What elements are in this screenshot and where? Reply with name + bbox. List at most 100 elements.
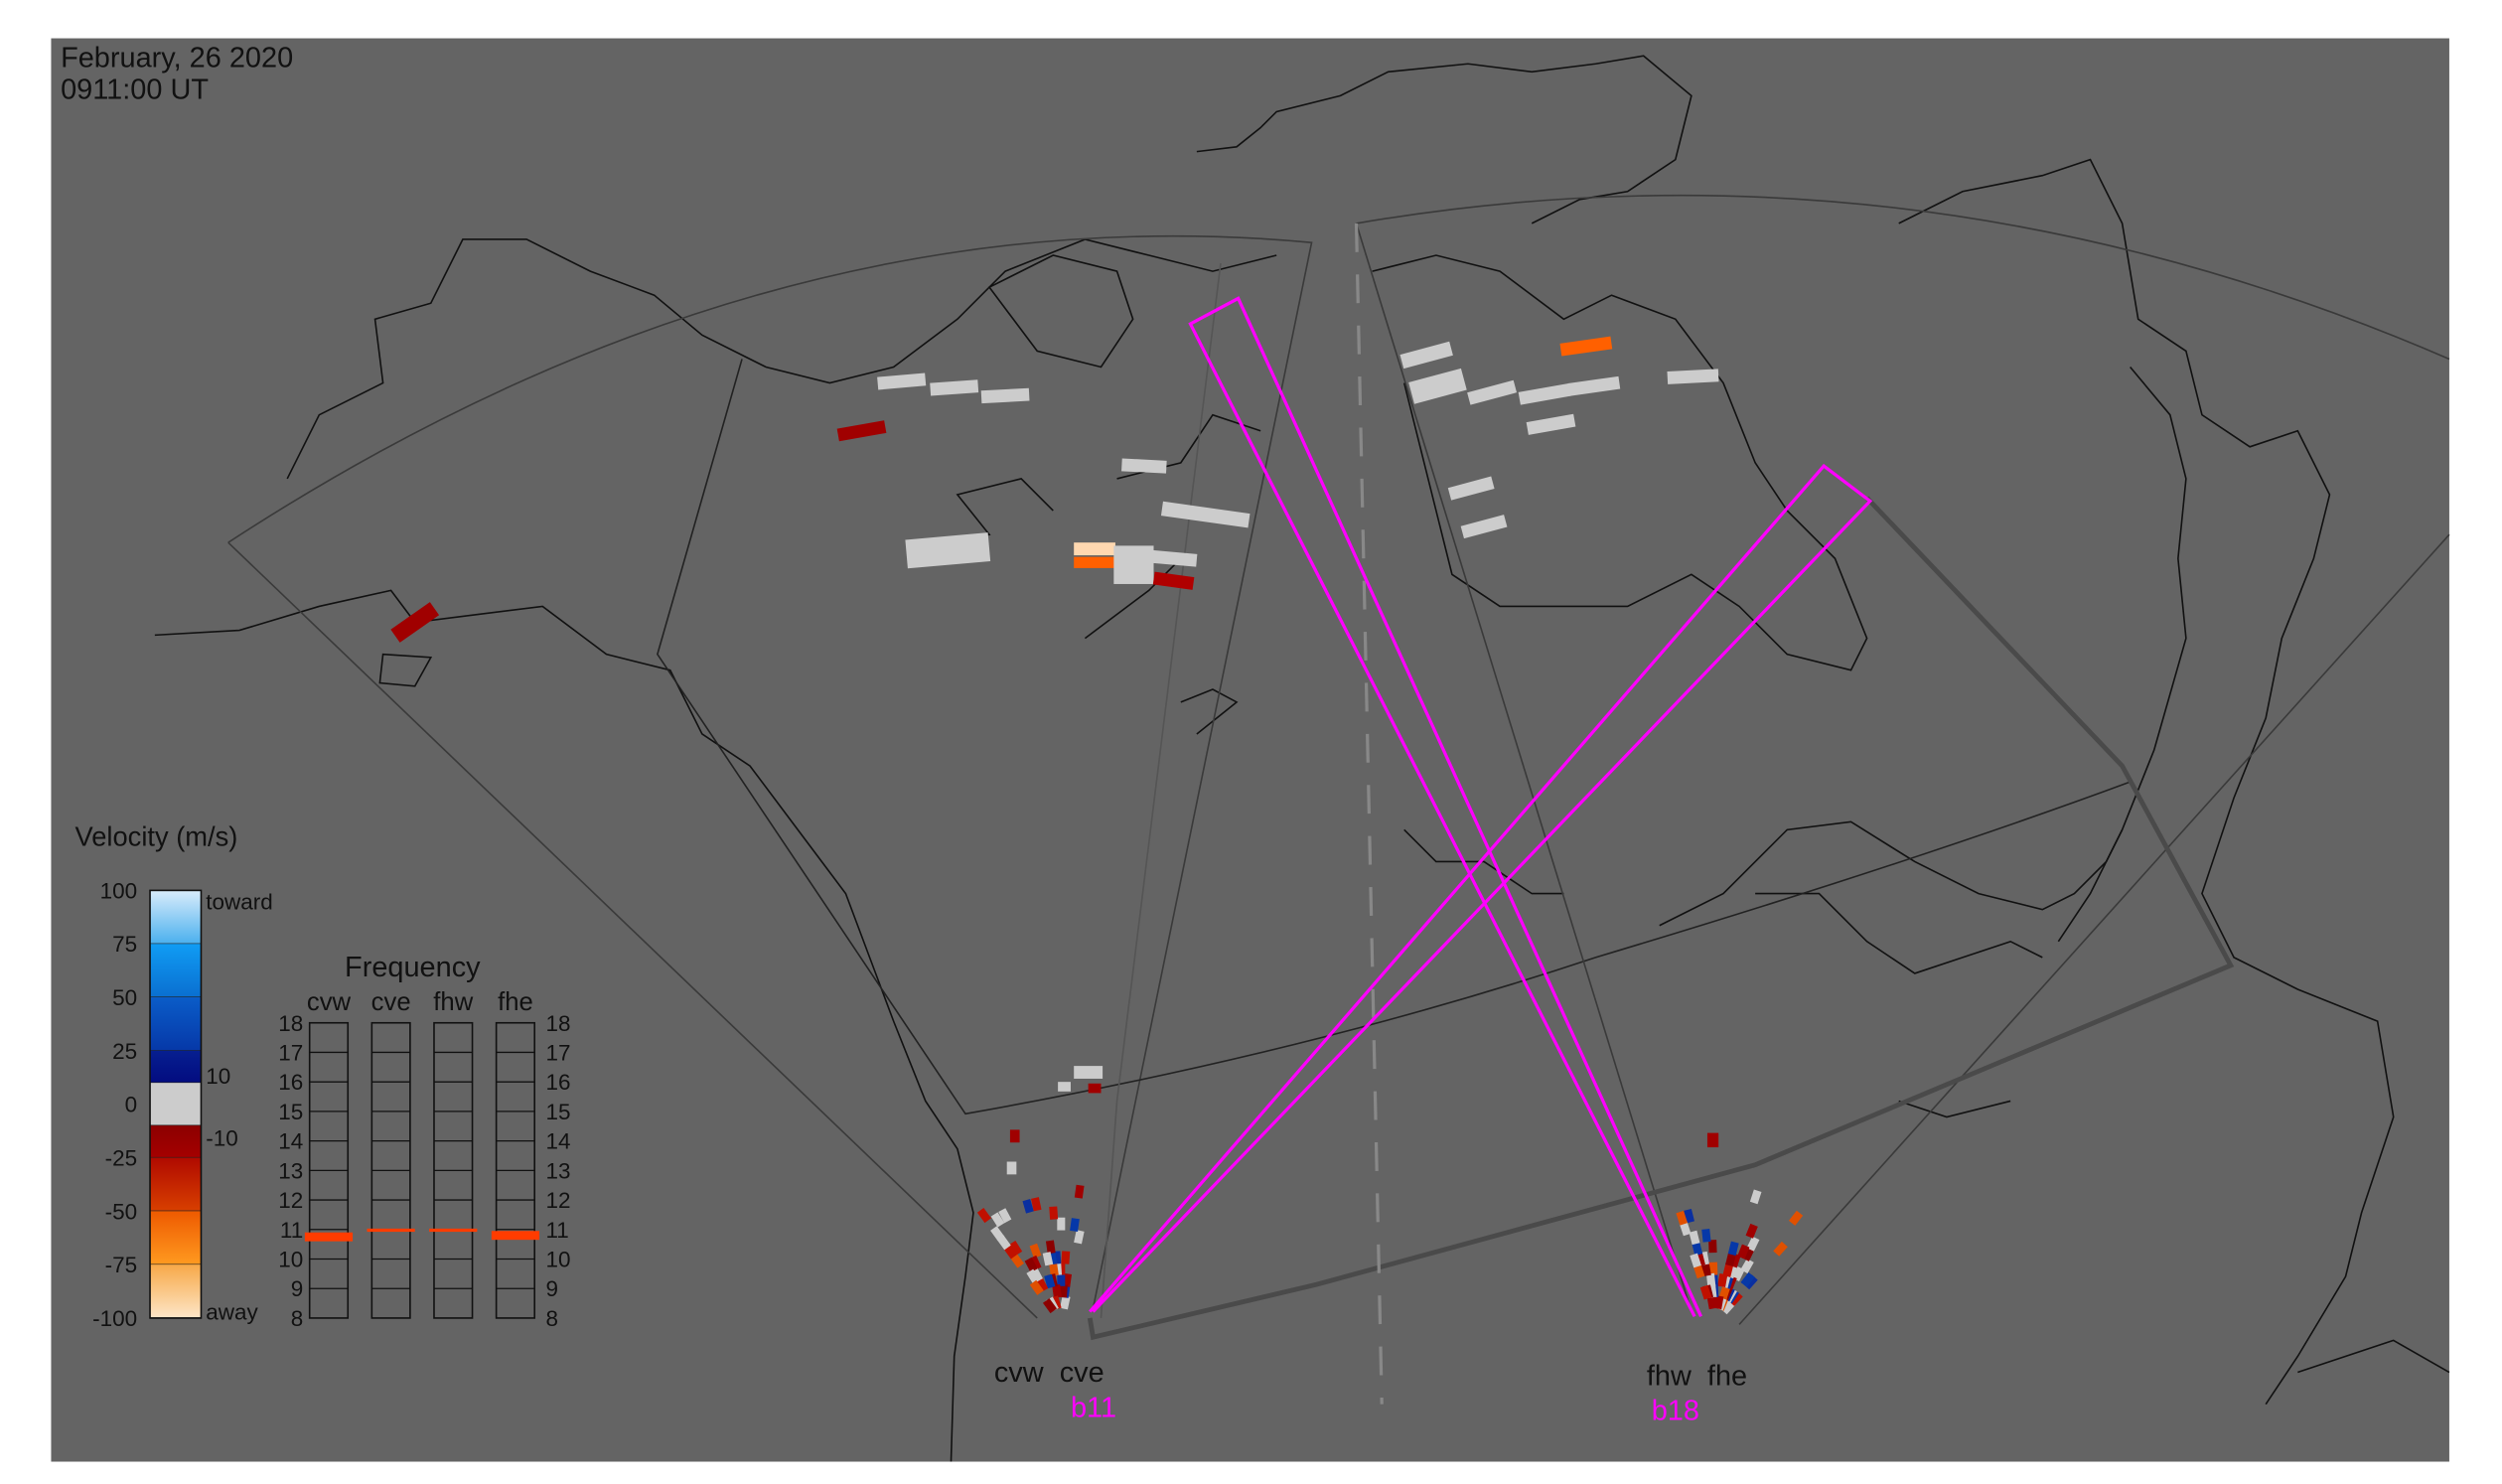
frequency-tick-left: 11 (280, 1218, 303, 1243)
beam-label-b11: b11 (1071, 1393, 1116, 1424)
echo-cell (998, 1208, 1012, 1224)
echo-cell (1057, 1217, 1066, 1231)
colorbar-segment (150, 1264, 202, 1318)
colorbar-tick: 0 (125, 1093, 138, 1117)
echo-cell (1074, 1230, 1085, 1245)
toward-label: toward (206, 890, 273, 915)
echo-cell (1725, 1252, 1736, 1266)
echo-cell (1746, 1236, 1760, 1252)
colorbar-segment (150, 1211, 202, 1265)
echo-cell (1706, 1295, 1717, 1310)
frequency-tick-left: 13 (278, 1158, 303, 1183)
echo-patch (1058, 1082, 1071, 1092)
echo-patch (1399, 341, 1453, 370)
frequency-tick-left: 9 (291, 1276, 304, 1301)
echo-patch (1074, 1066, 1104, 1079)
echo-cell (1044, 1273, 1056, 1289)
echo-cell (1026, 1268, 1041, 1284)
echo-patch (1121, 458, 1167, 474)
echo-patch (1567, 375, 1621, 396)
echo-cell (1737, 1244, 1750, 1260)
time-label: 0911:00 UT (61, 74, 209, 106)
radar-echoes (390, 336, 1804, 1315)
echo-patch (1526, 413, 1576, 435)
echo-patch (1408, 368, 1467, 404)
echo-cell (1705, 1272, 1716, 1287)
echo-cell (1708, 1240, 1717, 1254)
frequency-tick-right: 9 (545, 1276, 558, 1301)
site-label-fh: fhw fhe (1647, 1360, 1747, 1392)
echo-cell (1689, 1230, 1700, 1246)
frequency-tick-left: 12 (278, 1188, 303, 1213)
echo-cell (1008, 1240, 1023, 1257)
echo-cell (1060, 1295, 1071, 1310)
frequency-tick-right: 16 (545, 1070, 570, 1095)
colorbar-frame (149, 889, 203, 1319)
frequency-tick-right: 11 (545, 1218, 568, 1243)
colorbar-tick: 75 (112, 932, 137, 957)
frequency-tick-left: 16 (278, 1070, 303, 1095)
beam-b18 (1188, 296, 1702, 1318)
colorbar-tick: -100 (92, 1306, 137, 1331)
frequency-tick-left: 8 (291, 1306, 304, 1331)
echo-cell (990, 1212, 1005, 1228)
frequency-tick-right: 10 (545, 1248, 570, 1272)
echo-patch (930, 379, 979, 396)
frequency-title: Frequency (345, 952, 481, 983)
frequency-tick-right: 17 (545, 1040, 570, 1065)
dateline (1354, 223, 1384, 1405)
colorbar-segment (150, 1157, 202, 1212)
echo-cell (1031, 1197, 1042, 1212)
echo-patch (1706, 1132, 1719, 1148)
echo-patch (1074, 542, 1115, 556)
legend-title: Velocity (m/s) (75, 820, 238, 851)
echo-cell (1074, 1184, 1085, 1199)
site-label-cv: cvw cve (994, 1357, 1104, 1389)
fields-of-view (227, 194, 2450, 1405)
frequency-tick-left: 15 (278, 1100, 303, 1124)
coastlines (154, 55, 2450, 1462)
echo-patch (1006, 1161, 1017, 1175)
echo-patch (1518, 383, 1571, 405)
frequency-tick-left: 18 (278, 1011, 303, 1036)
echo-cell (1701, 1229, 1711, 1243)
echo-patch (1467, 379, 1518, 405)
echo-cell (1042, 1297, 1058, 1314)
echo-cell (1049, 1261, 1059, 1276)
echo-patch (1088, 1083, 1102, 1094)
frequency-radar-fhe: fhe (498, 988, 533, 1016)
inner-tick-minus-10: -10 (206, 1125, 238, 1150)
echo-patch (836, 420, 887, 442)
frequency-tick-right: 8 (545, 1306, 558, 1331)
echo-patch (1009, 1129, 1020, 1143)
echo-cell (1708, 1261, 1718, 1275)
echo-cell (1699, 1284, 1712, 1300)
echo-patch (1447, 476, 1495, 501)
echo-patch (1074, 556, 1115, 568)
frequency-radar-fhw: fhw (433, 988, 473, 1016)
colorbar-tick: 50 (112, 985, 137, 1010)
colorbar-tick: 100 (100, 878, 138, 903)
echo-cell (1052, 1283, 1062, 1298)
frequency-mark-fhw (429, 1228, 478, 1233)
frequency-tick-right: 14 (545, 1129, 570, 1154)
colorbar-segment (150, 890, 202, 945)
colorbar-segment (150, 997, 202, 1051)
echo-cell (1045, 1240, 1056, 1255)
echo-cell (1690, 1253, 1701, 1268)
echo-cell (1024, 1257, 1038, 1272)
echo-patch (1559, 336, 1613, 357)
frequency-tick-left: 17 (278, 1040, 303, 1065)
echo-patch (1152, 571, 1195, 590)
echo-cell (1788, 1210, 1804, 1226)
colorbar-tick: -75 (105, 1253, 137, 1277)
colorbar-segment (150, 1125, 202, 1158)
echo-patch (980, 387, 1030, 404)
echo-cell (1029, 1279, 1044, 1295)
echo-cell (1773, 1241, 1788, 1257)
echo-cell (1693, 1263, 1705, 1279)
frequency-tick-right: 13 (545, 1158, 570, 1183)
echo-patch (877, 372, 927, 390)
echo-cell (1029, 1243, 1042, 1259)
